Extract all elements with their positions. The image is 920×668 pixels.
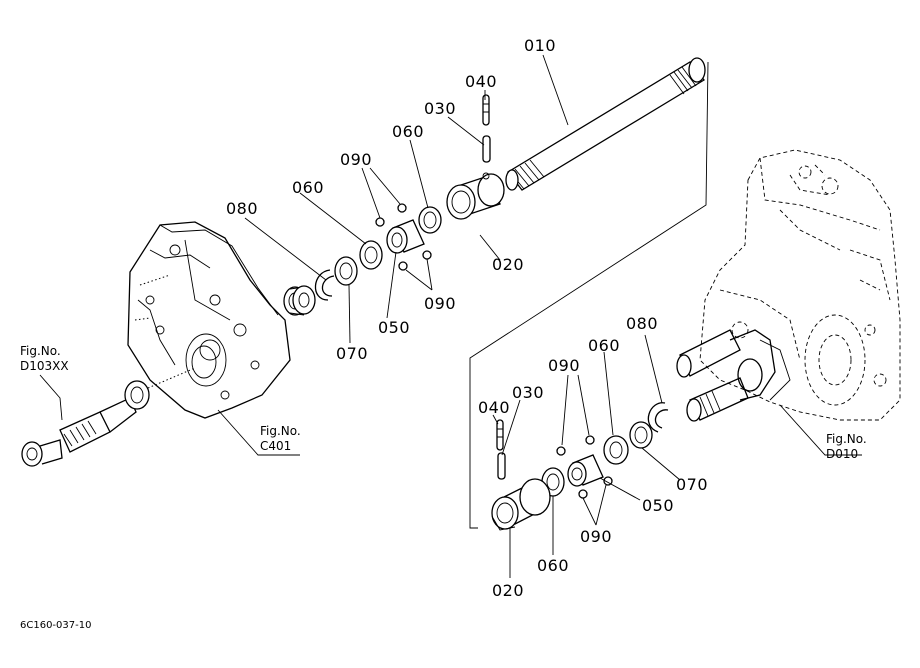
figure-ref-d010-number: D010 <box>826 447 859 461</box>
bushing-020-top <box>446 172 505 220</box>
part-label-090-bottom-b: 090 <box>580 527 613 546</box>
leader-lines <box>39 54 862 578</box>
bushing-020-bottom <box>491 478 551 531</box>
drawing-code: 6C160-037-10 <box>20 620 92 631</box>
output-shaft-right <box>676 329 749 422</box>
collar-050-bottom <box>556 435 613 499</box>
part-label-030-top: 030 <box>424 99 457 118</box>
part-label-090-top-b: 090 <box>424 294 457 313</box>
washer-070-top <box>334 256 358 286</box>
washer-060-top-left <box>359 240 383 270</box>
figure-ref-d103xx[interactable]: Fig.No. D103XX <box>20 344 69 374</box>
part-label-060-bottom-a: 060 <box>588 336 621 355</box>
washer-070-bottom <box>629 421 653 449</box>
part-label-070-top: 070 <box>336 344 369 363</box>
transmission-case-c401 <box>127 221 291 419</box>
gear-housing-right <box>729 329 791 401</box>
washer-060-top-right <box>418 206 442 234</box>
part-label-080-bottom: 080 <box>626 314 659 333</box>
part-label-050-bottom: 050 <box>642 496 675 515</box>
figure-ref-c401[interactable]: Fig.No. C401 <box>260 424 301 454</box>
part-label-060-top-right: 060 <box>392 122 425 141</box>
part-label-020-bottom: 020 <box>492 581 525 600</box>
input-shaft-d103xx <box>21 367 196 467</box>
figure-ref-c401-number: C401 <box>260 439 292 453</box>
snap-ring-080-bottom <box>647 402 669 433</box>
figure-ref-d010[interactable]: Fig.No. D010 <box>826 432 867 462</box>
washer-060-bottom-right <box>603 435 629 465</box>
snap-ring-080-top <box>314 269 335 301</box>
part-label-060-bottom-b: 060 <box>537 556 570 575</box>
leader-lower-group <box>469 61 709 529</box>
part-label-060-top-left: 060 <box>292 178 325 197</box>
shaft-010-top <box>505 57 706 191</box>
part-label-030-bottom: 030 <box>512 383 545 402</box>
figure-ref-d103xx-number: D103XX <box>20 359 69 373</box>
pin-030-040-bottom <box>496 419 506 480</box>
part-label-090-bottom-a: 090 <box>548 356 581 375</box>
bearing-left <box>283 285 316 316</box>
part-label-050-top: 050 <box>378 318 411 337</box>
part-label-010-top: 010 <box>524 36 557 55</box>
figure-ref-d010-caption: Fig.No. <box>826 432 867 446</box>
part-label-070-bottom: 070 <box>676 475 709 494</box>
pin-030-040-top <box>482 94 491 163</box>
figure-ref-d103xx-caption: Fig.No. <box>20 344 61 358</box>
part-label-090-top-a: 090 <box>340 150 373 169</box>
part-label-040-bottom: 040 <box>478 398 511 417</box>
part-label-040-top: 040 <box>465 72 498 91</box>
figure-ref-c401-caption: Fig.No. <box>260 424 301 438</box>
transmission-case-d010 <box>699 149 901 421</box>
part-label-020-top: 020 <box>492 255 525 274</box>
part-label-080-top: 080 <box>226 199 259 218</box>
collar-050-top <box>375 203 432 271</box>
